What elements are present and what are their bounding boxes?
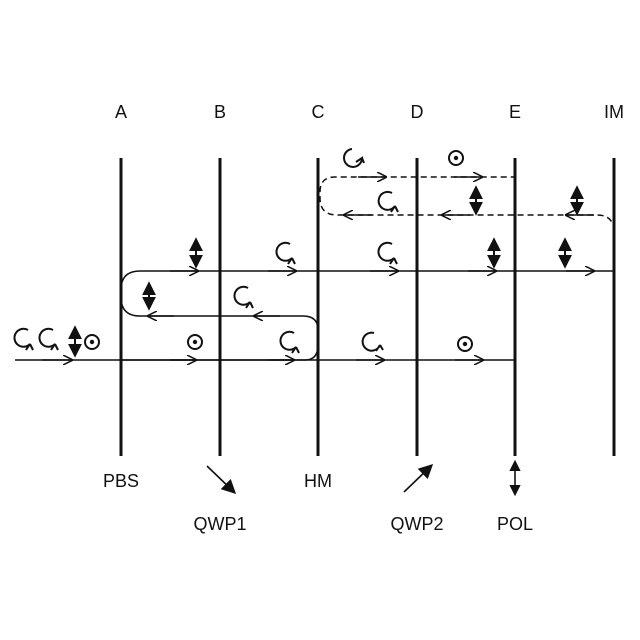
waveplate-axis-arrow-icon [404, 466, 431, 492]
circular-polarization-icon [280, 332, 299, 353]
plane-label-c: C [312, 102, 325, 122]
plane-label-d: D [411, 102, 424, 122]
element-label-pbs: PBS [103, 471, 139, 491]
dot-in-circle-polarization-icon [188, 335, 202, 349]
circular-polarization-icon [379, 192, 398, 212]
dot-in-circle-polarization-icon [85, 335, 99, 349]
circular-polarization-icon [363, 333, 383, 351]
ray-loop-upper [320, 177, 614, 271]
optical-element-planes [121, 158, 614, 456]
plane-label-e: E [509, 102, 521, 122]
element-label-pol: POL [497, 514, 533, 534]
circular-polarization-icon [14, 329, 33, 350]
waveplate-axis-arrow-icon [207, 466, 234, 492]
dot-in-circle-polarization-icon [449, 151, 463, 165]
plane-label-im: IM [604, 102, 624, 122]
circular-polarization-icon [234, 287, 253, 308]
circular-polarization-icon [344, 149, 364, 167]
element-label-qwp2: QWP2 [390, 514, 443, 534]
plane-label-b: B [214, 102, 226, 122]
light-path [15, 177, 614, 360]
element-label-qwp1: QWP1 [193, 514, 246, 534]
circular-polarization-icon [39, 329, 58, 350]
polarization-symbols [14, 149, 577, 355]
element-label-hm: HM [304, 471, 332, 491]
circular-polarization-icon [276, 243, 295, 264]
circular-polarization-icon [378, 243, 397, 264]
plane-label-a: A [115, 102, 127, 122]
ray-loop-lower [121, 271, 614, 360]
dot-in-circle-polarization-icon [458, 337, 472, 351]
